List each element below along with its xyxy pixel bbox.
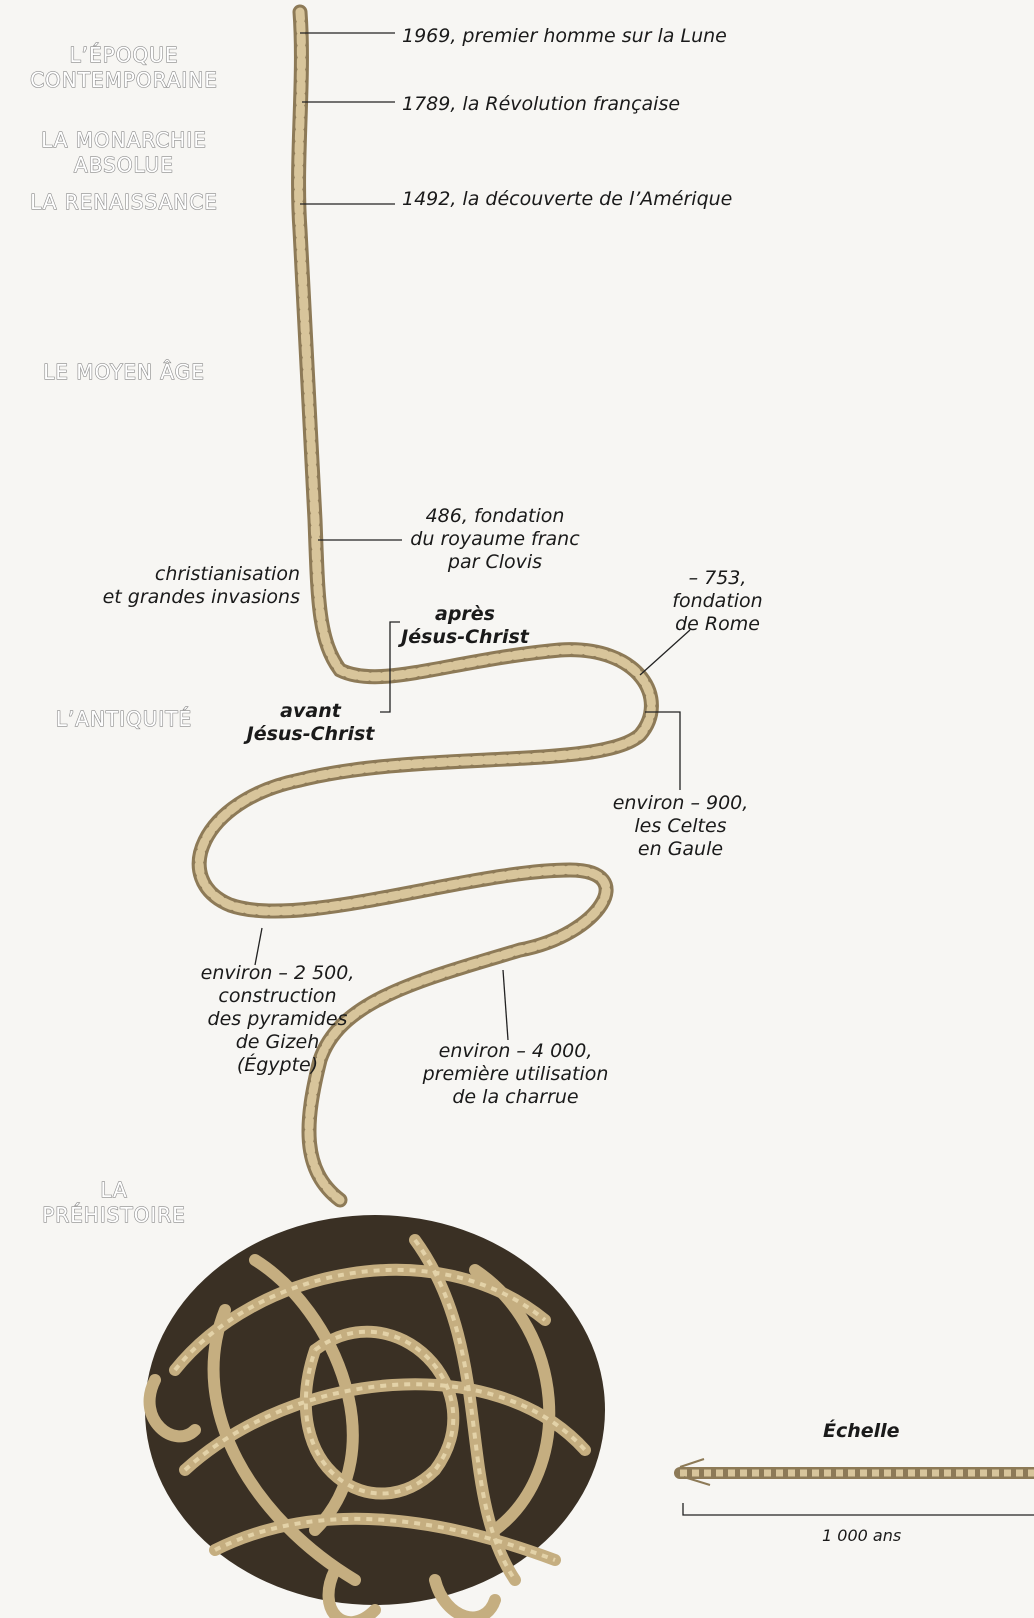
event-text: par Clovis xyxy=(400,551,590,574)
event-pyramides: environ – 2 500, construction des pyrami… xyxy=(190,962,365,1077)
event-text: (Égypte) xyxy=(190,1054,365,1077)
event-text: de Gizeh xyxy=(190,1031,365,1054)
event-rome: – 753, fondation de Rome xyxy=(660,567,775,636)
event-text: Jésus-Christ xyxy=(390,626,540,649)
event-text: et grandes invasions xyxy=(88,586,300,609)
era-line: CONTEMPORAINE xyxy=(10,68,238,93)
scale-label: 1 000 ans xyxy=(822,1524,901,1547)
event-text: de Rome xyxy=(660,613,775,636)
era-line: LA xyxy=(10,1178,218,1203)
event-text: après xyxy=(390,603,540,626)
event-clovis: 486, fondation du royaume franc par Clov… xyxy=(400,505,590,574)
era-line: LE MOYEN ÂGE xyxy=(10,360,238,385)
event-text: environ – 4 000, xyxy=(408,1040,623,1063)
label-avant-jc: avant Jésus-Christ xyxy=(243,700,378,746)
era-moyen-age: LE MOYEN ÂGE xyxy=(10,360,238,385)
event-text: les Celtes xyxy=(598,815,763,838)
event-amerique: 1492, la découverte de l’Amérique xyxy=(402,188,732,211)
event-lune: 1969, premier homme sur la Lune xyxy=(402,25,727,48)
label-apres-jc: après Jésus-Christ xyxy=(390,603,540,649)
event-text: 1969, premier homme sur la Lune xyxy=(402,25,727,47)
event-text: première utilisation xyxy=(408,1063,623,1086)
event-charrue: environ – 4 000, première utilisation de… xyxy=(408,1040,623,1109)
scale-title: Échelle xyxy=(823,1420,900,1443)
era-line: PRÉHISTOIRE xyxy=(10,1203,218,1228)
event-text: des pyramides xyxy=(190,1008,365,1031)
era-monarchie: LA MONARCHIE ABSOLUE xyxy=(10,128,238,178)
event-text: 486, fondation xyxy=(400,505,590,528)
event-revolution: 1789, la Révolution française xyxy=(402,93,680,116)
event-text: avant xyxy=(243,700,378,723)
event-christianisation: christianisation et grandes invasions xyxy=(88,563,300,609)
era-prehistoire: LA PRÉHISTOIRE xyxy=(10,1178,218,1228)
event-text: environ – 900, xyxy=(598,792,763,815)
event-text: 1789, la Révolution française xyxy=(402,93,680,115)
event-text: fondation xyxy=(660,590,775,613)
event-text: Jésus-Christ xyxy=(243,723,378,746)
era-line: L’ÉPOQUE xyxy=(10,43,238,68)
era-line: LA RENAISSANCE xyxy=(10,190,238,215)
era-line: ABSOLUE xyxy=(10,153,238,178)
scale-bar xyxy=(683,1503,1034,1515)
era-line: L’ANTIQUITÉ xyxy=(10,707,238,732)
event-text: du royaume franc xyxy=(400,528,590,551)
event-text: 1492, la découverte de l’Amérique xyxy=(402,188,732,210)
event-celtes: environ – 900, les Celtes en Gaule xyxy=(598,792,763,861)
event-text: construction xyxy=(190,985,365,1008)
event-text: – 753, xyxy=(660,567,775,590)
event-text: de la charrue xyxy=(408,1086,623,1109)
event-text: environ – 2 500, xyxy=(190,962,365,985)
era-antiquite: L’ANTIQUITÉ xyxy=(10,707,238,732)
era-contemporaine: L’ÉPOQUE CONTEMPORAINE xyxy=(10,43,238,93)
event-text: en Gaule xyxy=(598,838,763,861)
scale-rope xyxy=(680,1459,1034,1485)
era-line: LA MONARCHIE xyxy=(10,128,238,153)
era-renaissance: LA RENAISSANCE xyxy=(10,190,238,215)
event-text: christianisation xyxy=(88,563,300,586)
rope-ball xyxy=(145,1215,605,1618)
